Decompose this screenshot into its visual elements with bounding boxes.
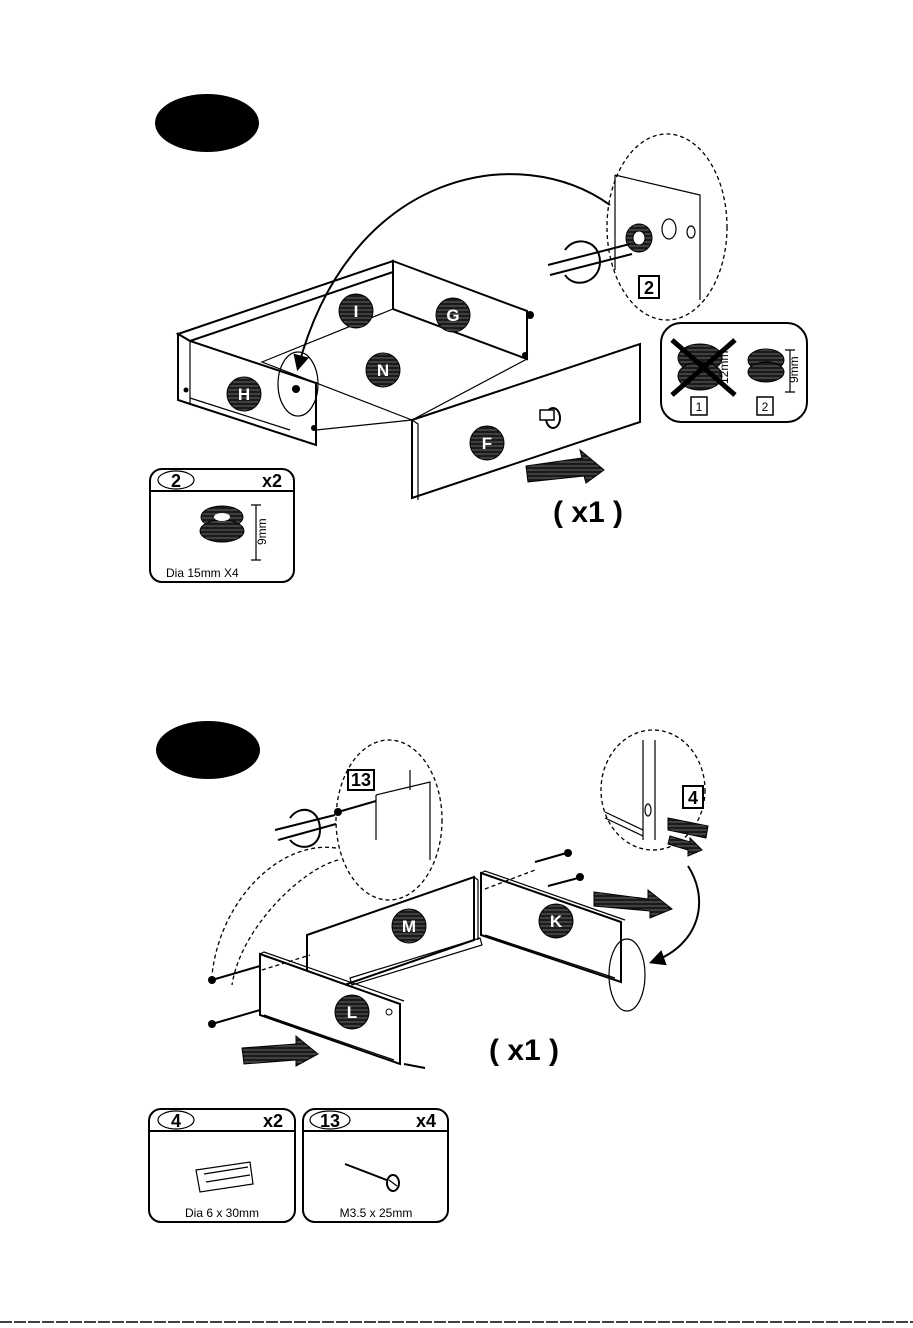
svg-text:I: I <box>354 302 359 321</box>
svg-text:G: G <box>446 306 459 325</box>
hardware-card-screw: 13 x4 M3.5 x 25mm <box>303 1109 448 1222</box>
panel-label-I: I <box>339 294 373 328</box>
detail-screw-number: 13 <box>351 770 371 790</box>
right-cam-dim: 9mm <box>787 356 801 383</box>
cam-lock-detail: 2 <box>548 134 727 320</box>
card-part-number: 2 <box>171 471 181 491</box>
panel-label-M: M <box>392 909 426 943</box>
panel-label-N: N <box>366 353 400 387</box>
wrong-cam-dim: 12mm <box>717 351 731 384</box>
svg-text:13: 13 <box>320 1111 340 1131</box>
right-cam-index: 2 <box>762 400 769 414</box>
push-arrow-left-panel <box>242 1036 318 1066</box>
card-dim: 9mm <box>255 518 269 545</box>
cam-comparison-box: 12mm 1 9mm 2 <box>661 323 807 422</box>
svg-text:M: M <box>402 917 416 936</box>
svg-text:L: L <box>347 1003 357 1022</box>
hardware-card-cam: 2 x2 9mm Dia 15mm X4 <box>150 469 294 582</box>
card-count: x2 <box>262 471 282 491</box>
screw-detail: 13 <box>275 740 442 900</box>
svg-text:F: F <box>482 434 492 453</box>
svg-text:4: 4 <box>171 1111 181 1131</box>
panel-label-K: K <box>539 904 573 938</box>
step1-quantity: ( x1 ) <box>553 496 623 529</box>
svg-text:Dia 6 x 30mm: Dia 6 x 30mm <box>185 1206 259 1220</box>
panel-label-F: F <box>470 426 504 460</box>
svg-text:N: N <box>377 361 389 380</box>
svg-text:H: H <box>238 385 250 404</box>
detail-dowel-number: 4 <box>688 788 698 808</box>
step-1-badge <box>155 94 259 152</box>
svg-text:x2: x2 <box>263 1111 283 1131</box>
svg-text:M3.5 x 25mm: M3.5 x 25mm <box>340 1206 413 1220</box>
hardware-card-dowel: 4 x2 Dia 6 x 30mm <box>149 1109 295 1222</box>
panel-label-L: L <box>335 995 369 1029</box>
step2-quantity: ( x1 ) <box>489 1034 559 1067</box>
svg-text:x4: x4 <box>416 1111 436 1131</box>
card-spec: Dia 15mm X4 <box>166 566 239 580</box>
step-2-badge <box>156 721 260 779</box>
svg-text:K: K <box>550 912 563 931</box>
panel-label-H: H <box>227 377 261 411</box>
panel-label-G: G <box>436 298 470 332</box>
detail-part-number: 2 <box>644 278 654 298</box>
dowel-detail: 4 <box>601 730 708 856</box>
drawer-frame-drawing <box>208 849 645 1068</box>
wrong-cam-index: 1 <box>696 400 703 414</box>
